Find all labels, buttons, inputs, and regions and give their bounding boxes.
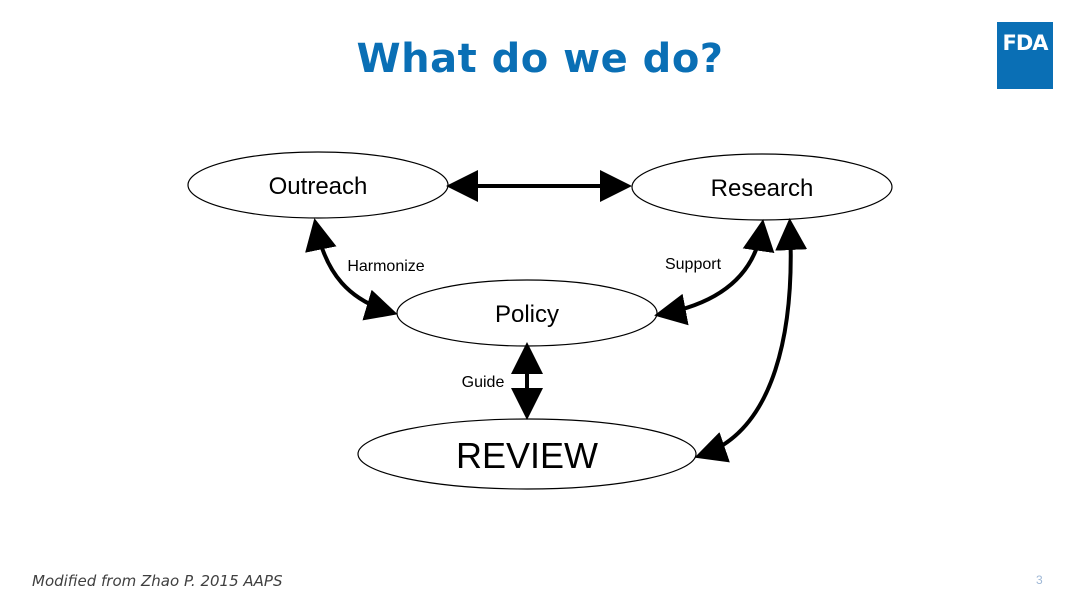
- edge-outreach-policy: [305, 218, 398, 321]
- node-policy: Policy: [396, 279, 658, 347]
- node-research: Research: [631, 153, 893, 221]
- fda-logo: FDA: [997, 22, 1053, 89]
- edge-research-review: [694, 218, 808, 463]
- node-outreach: Outreach: [187, 151, 449, 219]
- edge-label-guide: Guide: [462, 374, 505, 391]
- citation: Modified from Zhao P. 2015 AAPS: [32, 572, 283, 590]
- fda-logo-text: FDA: [1002, 31, 1048, 55]
- edge-label-harmonize: Harmonize: [347, 258, 424, 275]
- edge-label-support: Support: [665, 256, 722, 273]
- node-research-label: Research: [711, 175, 814, 202]
- slide-title: What do we do?: [356, 36, 724, 82]
- node-policy-label: Policy: [495, 301, 559, 328]
- node-review-label: REVIEW: [456, 435, 598, 476]
- node-review: REVIEW: [357, 418, 697, 490]
- page-number: 3: [1036, 573, 1043, 587]
- node-outreach-label: Outreach: [269, 173, 368, 200]
